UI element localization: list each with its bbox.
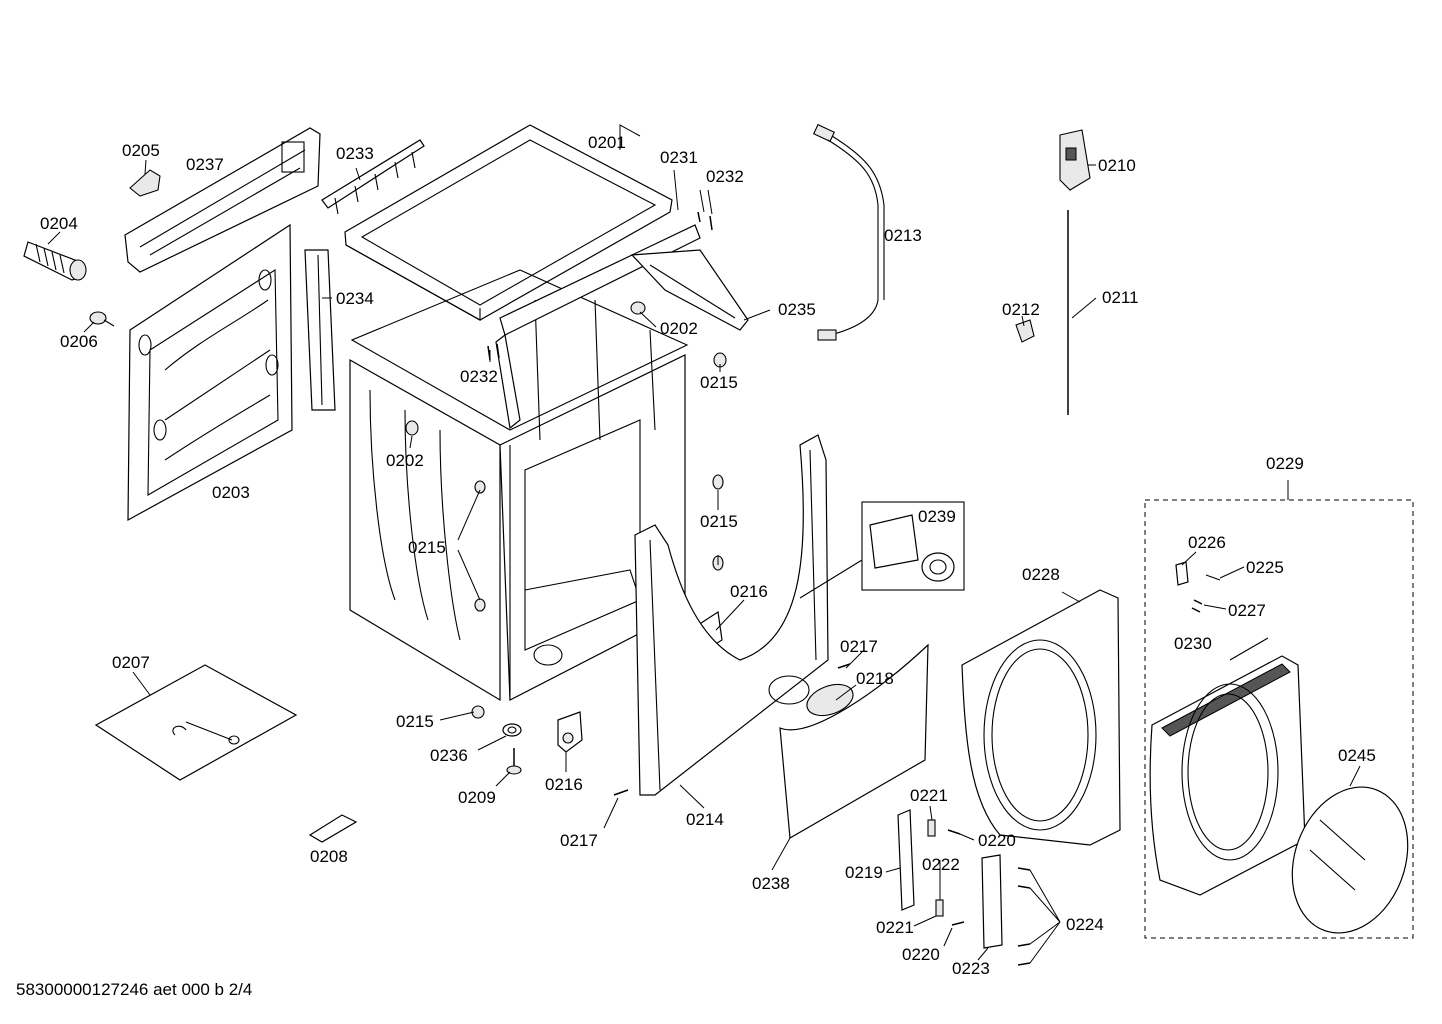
label-0216-a: 0216 — [730, 582, 768, 601]
group-0229-door-assembly — [1144, 480, 1414, 939]
label-0217-b: 0217 — [560, 831, 598, 850]
label-0218: 0218 — [856, 669, 894, 688]
part-0228-door-ring — [961, 589, 1121, 846]
part-0206-screw — [89, 311, 115, 327]
label-0237: 0237 — [186, 155, 224, 174]
label-0215-c: 0215 — [700, 512, 738, 531]
part-0237-rear-top-bracket — [124, 127, 321, 273]
label-0226: 0226 — [1188, 533, 1226, 552]
label-0206: 0206 — [60, 332, 98, 351]
part-0214-front-panel — [634, 434, 829, 796]
label-0215-d: 0215 — [396, 712, 434, 731]
label-0234: 0234 — [336, 289, 374, 308]
label-0213: 0213 — [884, 226, 922, 245]
label-0202-a: 0202 — [660, 319, 698, 338]
part-0212-clip — [1015, 319, 1035, 343]
label-0238: 0238 — [752, 874, 790, 893]
label-0229: 0229 — [1266, 454, 1304, 473]
label-0228: 0228 — [1022, 565, 1060, 584]
label-0220-b: 0220 — [902, 945, 940, 964]
part-0217-screws — [613, 663, 851, 796]
part-0216-hinge — [557, 610, 723, 753]
label-0214: 0214 — [686, 810, 724, 829]
label-0235: 0235 — [778, 300, 816, 319]
part-labels: 0201 0202 0202 0203 0204 0205 0206 0207 … — [40, 133, 1376, 978]
label-0209: 0209 — [458, 788, 496, 807]
label-0236: 0236 — [430, 746, 468, 765]
part-0201-top-cover — [344, 124, 673, 321]
label-0227: 0227 — [1228, 601, 1266, 620]
label-0233: 0233 — [336, 144, 374, 163]
label-0204: 0204 — [40, 214, 78, 233]
label-0219: 0219 — [845, 863, 883, 882]
label-0232-b: 0232 — [460, 367, 498, 386]
label-0215-a: 0215 — [700, 373, 738, 392]
part-0218-round-cap — [806, 683, 854, 717]
part-0203-rear-panel — [127, 223, 293, 522]
label-0205: 0205 — [122, 141, 160, 160]
part-0213-cable — [812, 123, 885, 341]
part-0204-spring-screw — [23, 241, 87, 281]
label-0245: 0245 — [1338, 746, 1376, 765]
label-0230: 0230 — [1174, 634, 1212, 653]
label-0221-a: 0221 — [910, 786, 948, 805]
part-0234-side-rail — [304, 249, 336, 411]
part-0210-switch — [1059, 129, 1091, 191]
small-clips — [405, 301, 727, 719]
label-0208: 0208 — [310, 847, 348, 866]
part-0231-front-bracket — [495, 224, 701, 430]
part-0209-foot — [506, 748, 522, 775]
part-0233-top-rail — [321, 139, 425, 215]
part-0239-inset — [799, 501, 965, 599]
label-0231: 0231 — [660, 148, 698, 167]
label-0221-b: 0221 — [876, 918, 914, 937]
label-0216-b: 0216 — [545, 775, 583, 794]
lower-hardware — [897, 809, 1031, 966]
label-0215-b: 0215 — [408, 538, 446, 557]
part-0235-bracket — [630, 249, 749, 331]
part-0205-knob — [129, 169, 161, 197]
label-0201: 0201 — [588, 133, 626, 152]
label-0202-b: 0202 — [386, 451, 424, 470]
part-0236-washer — [502, 723, 522, 737]
label-0222: 0222 — [922, 855, 960, 874]
label-0224: 0224 — [1066, 915, 1104, 934]
document-reference: 58300000127246 aet 000 b 2/4 — [16, 980, 253, 999]
label-0203: 0203 — [212, 483, 250, 502]
label-0207: 0207 — [112, 653, 150, 672]
leader-lines — [47, 124, 1361, 964]
label-0210: 0210 — [1098, 156, 1136, 175]
part-0238-kick-panel — [779, 643, 929, 839]
part-0208-clip — [308, 814, 358, 843]
label-0212: 0212 — [1002, 300, 1040, 319]
label-0223: 0223 — [952, 959, 990, 978]
label-0217-a: 0217 — [840, 637, 878, 656]
label-0211: 0211 — [1102, 288, 1139, 307]
label-0232-a: 0232 — [706, 167, 744, 186]
label-0220-a: 0220 — [978, 831, 1016, 850]
label-0225: 0225 — [1246, 558, 1284, 577]
part-0207-accessory-bag — [94, 664, 298, 781]
part-0232-screws — [487, 211, 713, 361]
label-0239: 0239 — [918, 507, 956, 526]
